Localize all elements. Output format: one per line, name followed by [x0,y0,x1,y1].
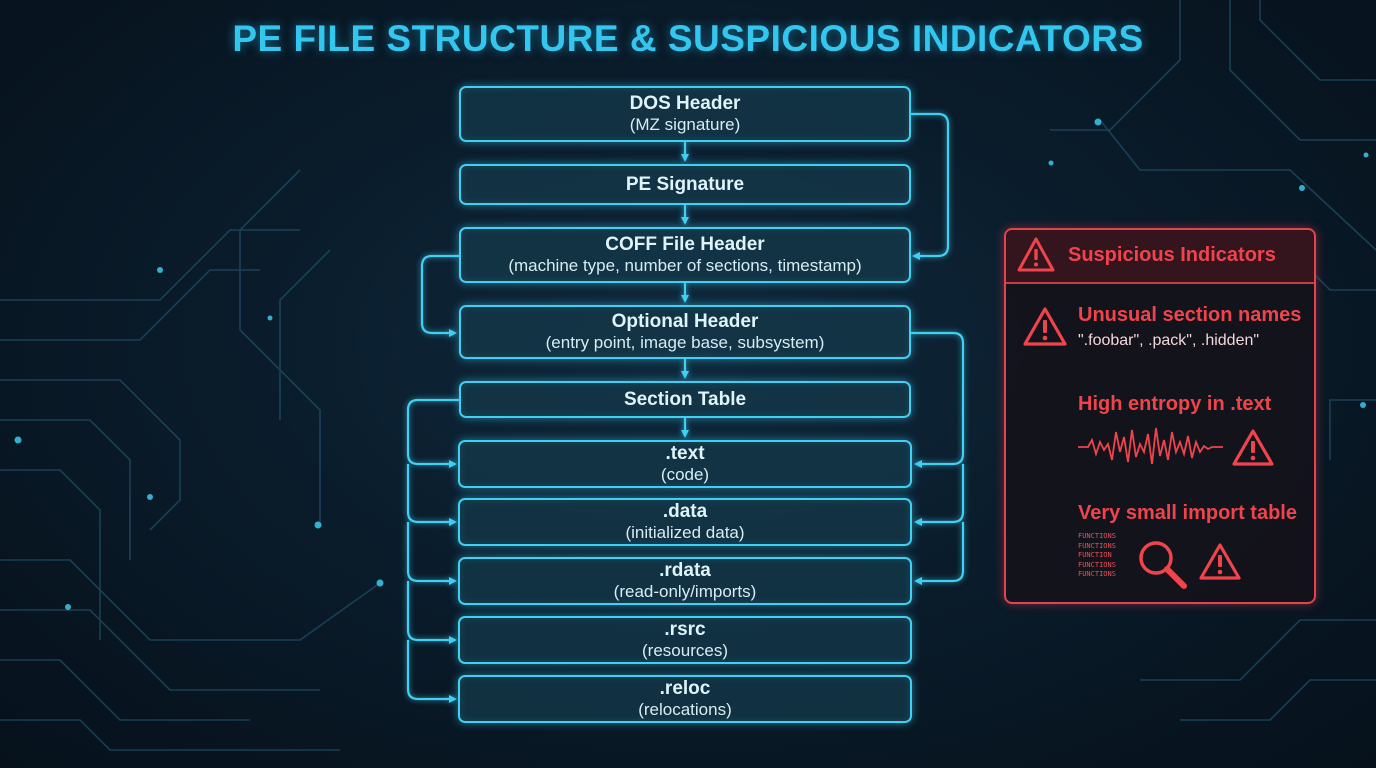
coff-header-title: COFF File Header [605,234,765,255]
section-rdata-box: .rdata (read-only/imports) [458,557,912,605]
import-function-item: FUNCTIONS [1078,532,1116,540]
section-text-title: .text [665,443,705,464]
indicator-small-import-table: Very small import table [1078,502,1297,524]
dos-header-subtitle: (MZ signature) [629,115,741,134]
link-table-to-text [406,398,460,468]
import-function-item: FUNCTIONS [1078,570,1116,578]
section-text-subtitle: (code) [660,465,710,484]
warning-icon [1199,543,1241,580]
indicator-unusual-section-names-detail: ".foobar", .pack", .hidden" [1078,332,1260,349]
indicator-unusual-section-names: Unusual section names [1078,304,1302,326]
link-coff-to-optional [420,254,460,337]
section-data-box: .data (initialized data) [458,498,912,546]
link-optional-to-text [911,331,965,468]
pe-signature-title: PE Signature [625,173,745,195]
section-rdata-subtitle: (read-only/imports) [613,582,757,601]
dos-header-box: DOS Header (MZ signature) [459,86,911,142]
coff-header-subtitle: (machine type, number of sections, times… [508,256,862,275]
warning-icon [1023,307,1067,346]
import-function-list: FUNCTIONS FUNCTIONS FUNCTION FUNCTIONS F… [1078,532,1116,580]
import-function-item: FUNCTIONS [1078,541,1116,550]
section-rsrc-title: .rsrc [664,619,706,640]
link-table-to-reloc [406,640,457,703]
section-reloc-box: .reloc (relocations) [458,675,912,723]
coff-header-box: COFF File Header (machine type, number o… [459,227,911,283]
section-reloc-subtitle: (relocations) [638,700,732,719]
entropy-waveform [1078,427,1223,465]
optional-header-box: Optional Header (entry point, image base… [459,305,911,359]
panel-header: Suspicious Indicators [1006,230,1314,284]
section-table-box: Section Table [459,381,911,418]
section-data-title: .data [662,501,708,522]
magnifier-icon [1139,541,1187,589]
pe-signature-box: PE Signature [459,164,911,205]
page-title: PE FILE STRUCTURE & SUSPICIOUS INDICATOR… [232,18,1144,59]
link-table-to-rdata [406,522,457,585]
link-optional-to-rdata [914,522,965,585]
section-reloc-title: .reloc [659,678,711,699]
warning-icon [1017,237,1055,272]
section-data-subtitle: (initialized data) [625,523,745,542]
link-dos-to-coff [911,112,950,260]
section-text-box: .text (code) [458,440,912,488]
link-optional-to-data [914,464,965,526]
section-rdata-title: .rdata [659,560,711,581]
import-function-item: FUNCTION [1078,551,1112,559]
panel-title: Suspicious Indicators [1068,244,1276,266]
warning-icon [1232,429,1274,466]
link-table-to-data [406,464,457,526]
link-table-to-rsrc [406,581,457,644]
dos-header-title: DOS Header [629,93,741,114]
section-rsrc-box: .rsrc (resources) [458,616,912,664]
optional-header-subtitle: (entry point, image base, subsystem) [545,333,825,352]
indicator-high-entropy: High entropy in .text [1078,393,1272,415]
optional-header-title: Optional Header [611,311,759,332]
section-rsrc-subtitle: (resources) [642,641,728,660]
suspicious-indicators-panel: Suspicious Indicators Unusual section na… [1004,228,1316,604]
import-function-item: FUNCTIONS [1078,560,1116,569]
section-table-title: Section Table [623,388,747,410]
